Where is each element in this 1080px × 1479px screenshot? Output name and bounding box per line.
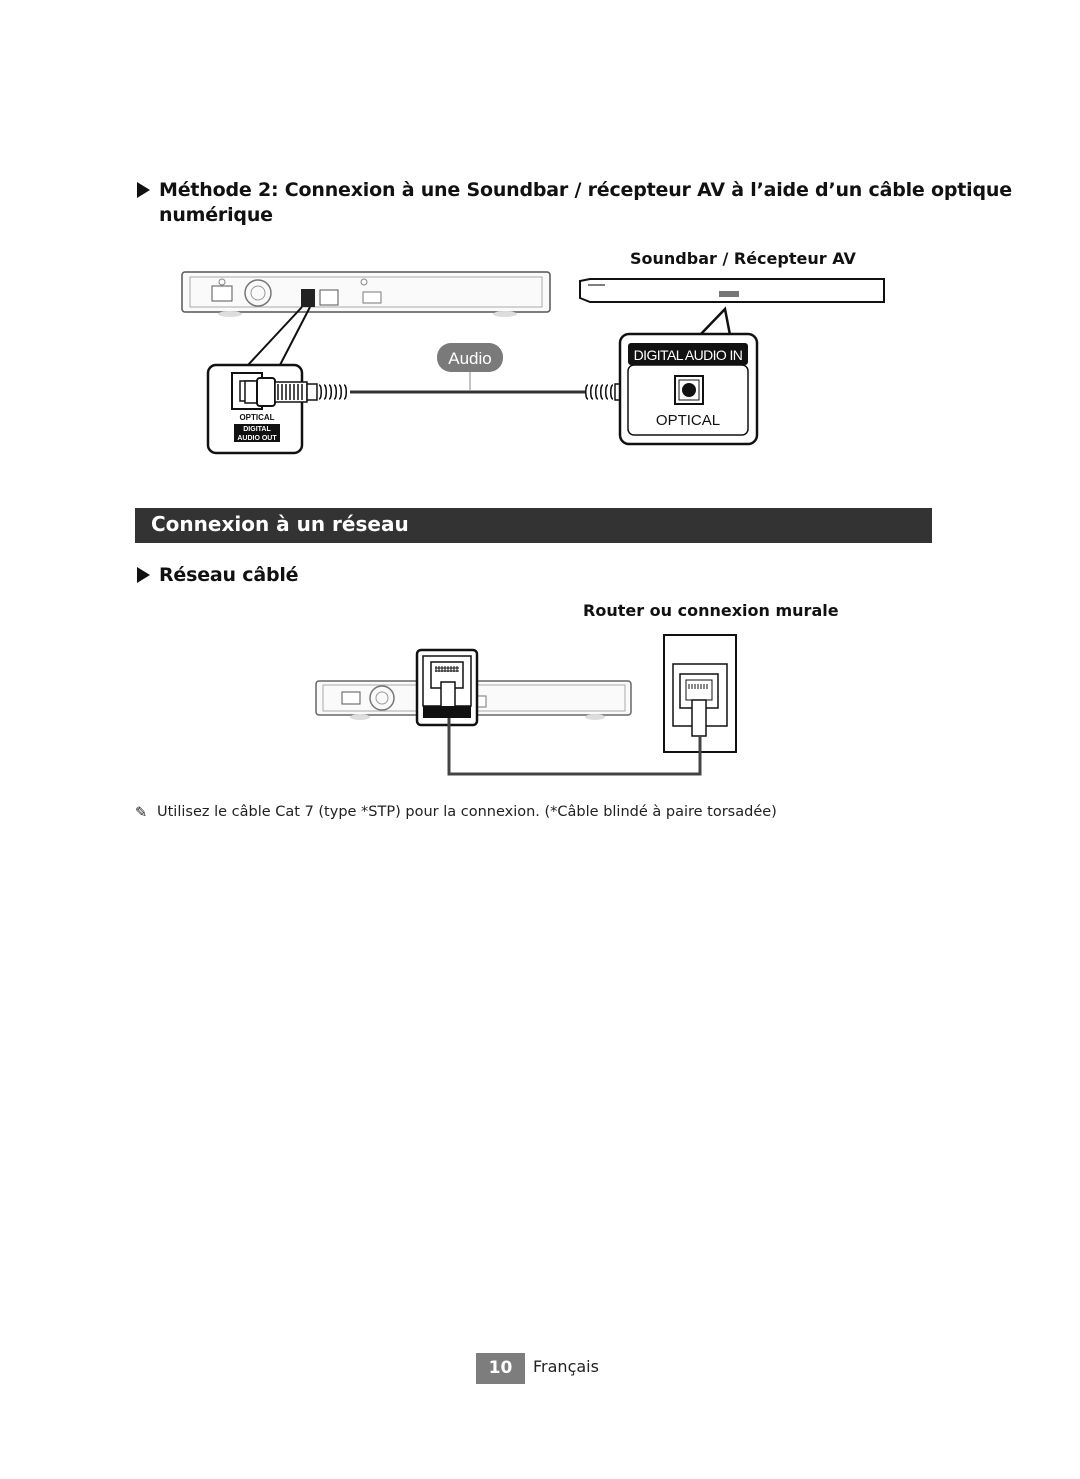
method2-heading-line1: Méthode 2: Connexion à une Soundbar / ré… [159, 179, 1012, 201]
audio-cable-badge [437, 343, 503, 372]
bullet-arrow-icon [137, 182, 150, 198]
optical-connection-diagram: OPTICAL DIGITAL AUDIO OUT Audio DIGITAL … [181, 271, 885, 455]
network-note: Utilisez le câble Cat 7 (type *STP) pour… [157, 804, 777, 820]
section-title: Connexion à un réseau [151, 512, 409, 536]
wired-network-heading: Réseau câblé [159, 564, 299, 586]
soundbar-optical-label: OPTICAL [656, 412, 720, 429]
soundbar-optical-port-zoom: DIGITAL AUDIO IN OPTICAL [618, 332, 759, 446]
digital-audio-in-label: DIGITAL AUDIO IN [634, 347, 743, 363]
section-header-bar: Connexion à un réseau [135, 508, 932, 543]
wall-socket [663, 634, 737, 753]
page-number-badge: 10 [476, 1353, 525, 1384]
soundbar-device [579, 278, 885, 303]
language-label: Français [533, 1357, 599, 1376]
player-optical-port-zoom: OPTICAL DIGITAL AUDIO OUT [206, 363, 304, 455]
optical-plug-left [244, 377, 347, 407]
soundbar-caption: Soundbar / Récepteur AV [630, 249, 856, 268]
router-caption: Router ou connexion murale [583, 601, 839, 620]
method2-heading-line2: numérique [159, 204, 273, 226]
network-connection-diagram [315, 634, 737, 776]
lan-port-zoom [415, 648, 479, 727]
audio-cable-label: Audio [448, 349, 491, 368]
player-digital-label: DIGITAL [243, 426, 271, 433]
bullet-arrow-icon [137, 567, 150, 583]
note-icon: ✎ [135, 805, 148, 821]
player-optical-label: OPTICAL [239, 413, 274, 422]
player-audio-out-label: AUDIO OUT [237, 435, 277, 442]
player-back-panel [181, 271, 551, 317]
